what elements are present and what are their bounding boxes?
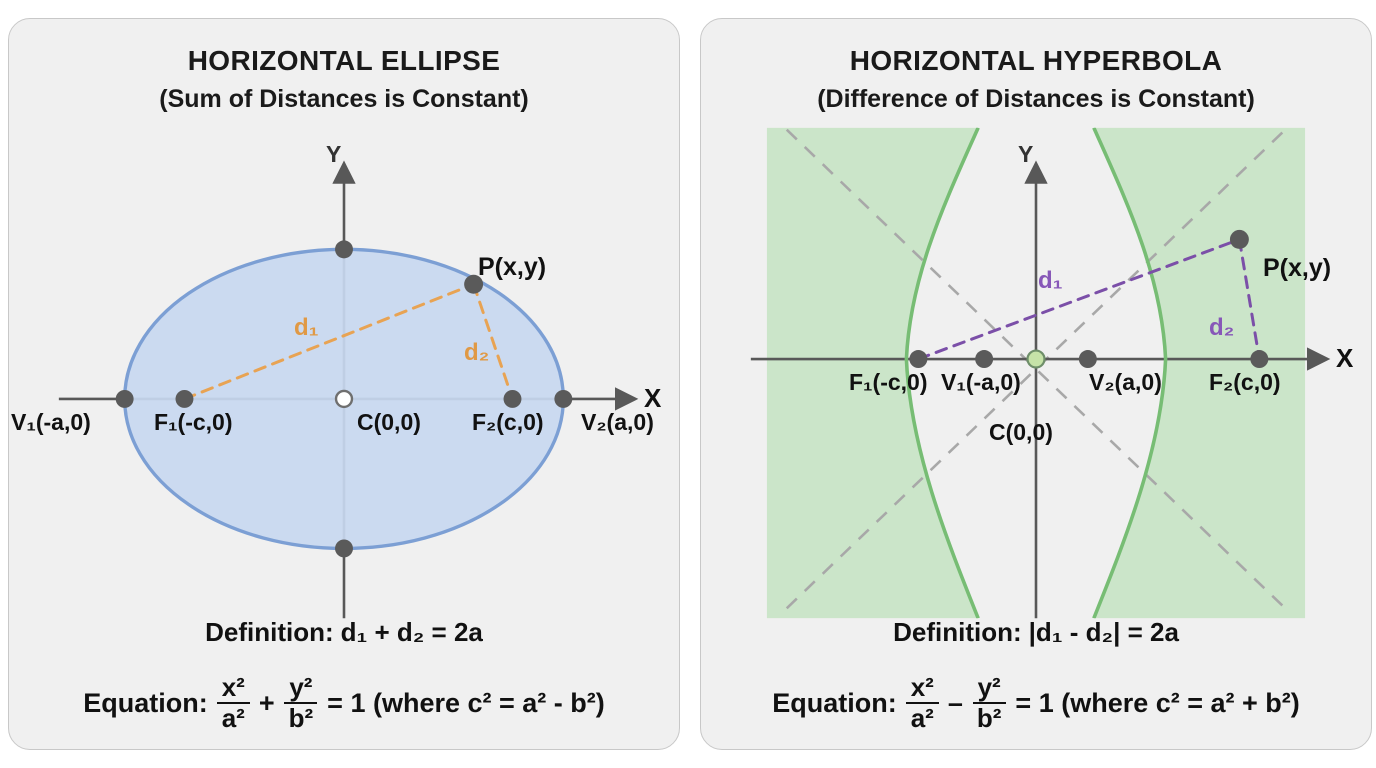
ellipse-definition: Definition: d₁ + d₂ = 2a [9,617,679,648]
ellipse-distance-d1-line [182,282,476,401]
ellipse-x-axis-label: X [644,383,662,413]
ellipse-y-axis-label: Y [326,141,342,167]
hyperbola-label-v2: V₂(a,0) [1089,369,1162,395]
hyperbola-distance-d2-line [1237,237,1261,361]
hyperbola-right-shaded-region [1093,127,1306,619]
hyperbola-fraction-x-over-a: x² a² [905,673,939,734]
ellipse-frac1-denominator: a² [221,703,245,734]
hyperbola-left-shaded-region [766,127,979,619]
hyperbola-y-axis-label: Y [1018,141,1034,167]
hyperbola-left-branch [904,127,980,619]
hyperbola-equation-operator: – [947,687,963,718]
hyperbola-frac1-numerator: x² [905,673,939,705]
ellipse-figure [58,160,639,619]
ellipse-equation: Equation: x² a² + y² b² = 1 (where c² = … [9,673,679,734]
ellipse-title: HORIZONTAL ELLIPSE [187,45,501,76]
hyperbola-label-d2: d₂ [1209,314,1235,341]
ellipse-equation-operator: + [258,687,275,718]
ellipse-frac2-denominator: b² [288,703,314,734]
hyperbola-frac2-numerator: y² [972,673,1006,705]
ellipse-definition-label: Definition: [205,617,334,647]
hyperbola-frac1-denominator: a² [910,703,934,734]
ellipse-center-dot [334,389,354,409]
hyperbola-x-axis-label: X [1336,343,1354,373]
ellipse-label-d1: d₁ [294,314,319,341]
ellipse-label-v1: V₁(-a,0) [11,409,91,435]
hyperbola-fraction-y-over-b: y² b² [972,673,1007,734]
ellipse-label-f1: F₁(-c,0) [154,409,233,435]
ellipse-distance-d2-line [472,282,514,401]
hyperbola-equation: Equation: x² a² – y² b² = 1 (where c² = … [701,673,1371,734]
hyperbola-frac2-denominator: b² [976,703,1002,734]
hyperbola-focus-f1-dot [909,350,928,369]
hyperbola-label-center: C(0,0) [989,419,1053,445]
ellipse-equation-label: Equation: [83,687,208,718]
hyperbola-right-branch [1092,127,1168,619]
hyperbola-label-point-p: P(x,y) [1263,254,1332,282]
ellipse-label-f2: F₂(c,0) [472,409,544,435]
hyperbola-equation-tail: = 1 (where c² = a² + b²) [1015,687,1300,718]
hyperbola-label-d1: d₁ [1038,267,1063,294]
hyperbola-asymptote-positive-slope [785,128,1287,610]
hyperbola-figure [750,127,1331,619]
ellipse-fraction-x-over-a: x² a² [216,673,250,734]
hyperbola-asymptote-negative-slope [785,128,1287,610]
ellipse-label-v2: V₂(a,0) [581,409,654,435]
panel-horizontal-ellipse: HORIZONTAL ELLIPSE (Sum of Distances is … [8,18,680,750]
ellipse-focus-f2-dot [503,389,522,408]
ellipse-focus-f1-dot [175,389,194,408]
ellipse-subtitle: (Sum of Distances is Constant) [159,85,529,113]
ellipse-vertex-v2-dot [554,389,573,408]
hyperbola-vertex-v2-dot [1078,350,1097,369]
ellipse-vertex-v1-dot [115,389,134,408]
hyperbola-subtitle: (Difference of Distances is Constant) [817,85,1255,113]
hyperbola-label-v1: V₁(-a,0) [941,369,1021,395]
hyperbola-center-dot [1026,349,1046,369]
ellipse-label-center: C(0,0) [357,409,421,435]
hyperbola-vertex-v1-dot [975,350,994,369]
hyperbola-label-f2: F₂(c,0) [1209,369,1281,395]
hyperbola-focus-f2-dot [1250,350,1269,369]
hyperbola-equation-label: Equation: [772,687,897,718]
ellipse-covertex-bottom-dot [335,539,353,558]
ellipse-covertex-top-dot [335,240,353,259]
ellipse-equation-tail: = 1 (where c² = a² - b²) [327,687,605,718]
ellipse-label-d2: d₂ [464,339,490,366]
ellipse-frac1-numerator: x² [216,673,250,705]
hyperbola-point-p-dot [1229,229,1249,249]
hyperbola-distance-d1-line [916,237,1241,361]
panel-horizontal-hyperbola: HORIZONTAL HYPERBOLA (Difference of Dist… [700,18,1372,750]
ellipse-frac2-numerator: y² [284,673,318,705]
hyperbola-definition-expression: |d₁ - d₂| = 2a [1028,617,1179,647]
hyperbola-definition-label: Definition: [893,617,1022,647]
ellipse-definition-expression: d₁ + d₂ = 2a [340,617,483,647]
hyperbola-title: HORIZONTAL HYPERBOLA [849,45,1223,76]
ellipse-point-p-dot [464,274,484,294]
hyperbola-shaded-regions [766,127,1306,619]
hyperbola-definition: Definition: |d₁ - d₂| = 2a [701,617,1371,648]
hyperbola-asymptotes [785,128,1287,610]
hyperbola-label-f1: F₁(-c,0) [849,369,928,395]
ellipse-fraction-y-over-b: y² b² [284,673,319,734]
ellipse-label-point-p: P(x,y) [478,253,547,281]
